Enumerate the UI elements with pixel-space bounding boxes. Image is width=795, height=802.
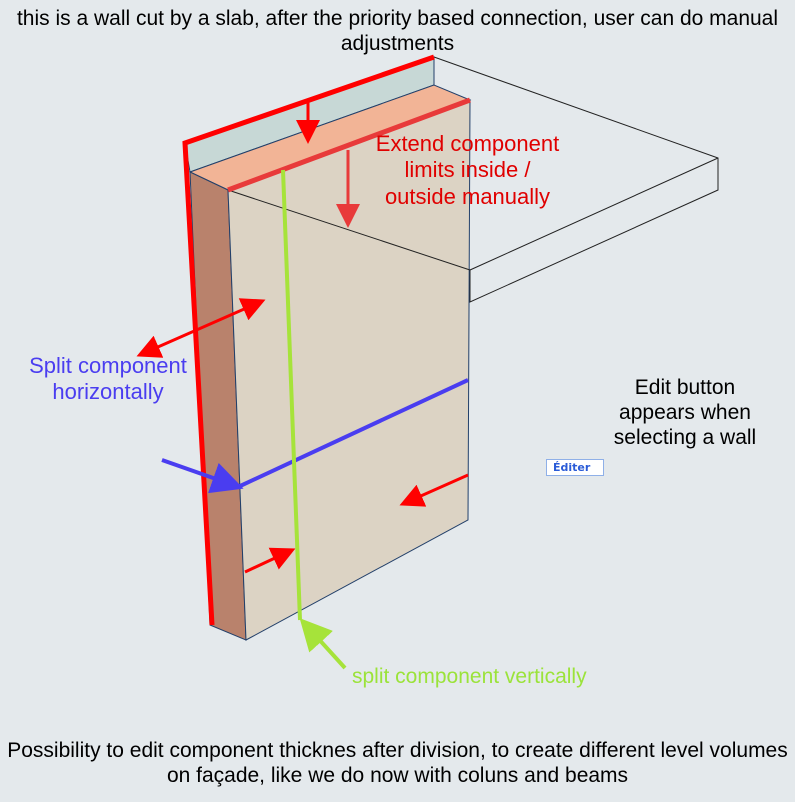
arrow-inward — [399, 473, 469, 507]
horizontal-split-line — [237, 378, 469, 489]
split-vertical-annotation: split component vertically — [352, 665, 587, 688]
green-arrow — [299, 618, 347, 670]
footer-note: Possibility to edit component thicknes a… — [7, 739, 788, 788]
red-outline — [182, 54, 435, 626]
blue-arrow — [161, 458, 244, 494]
double-arrow — [136, 298, 266, 358]
edit-button-note: Edit button appears when selecting a wal… — [613, 376, 757, 450]
extend-annotation: Extend component limits inside / outside… — [375, 131, 560, 209]
split-horizontal-annotation: Split component horizontally — [29, 353, 187, 405]
diagram-title: this is a wall cut by a slab, after the … — [16, 7, 779, 56]
edit-button[interactable]: Éditer — [546, 459, 604, 476]
red-top-edge — [227, 97, 471, 193]
vertical-split-line — [281, 169, 302, 621]
arrow-outward — [244, 547, 296, 574]
